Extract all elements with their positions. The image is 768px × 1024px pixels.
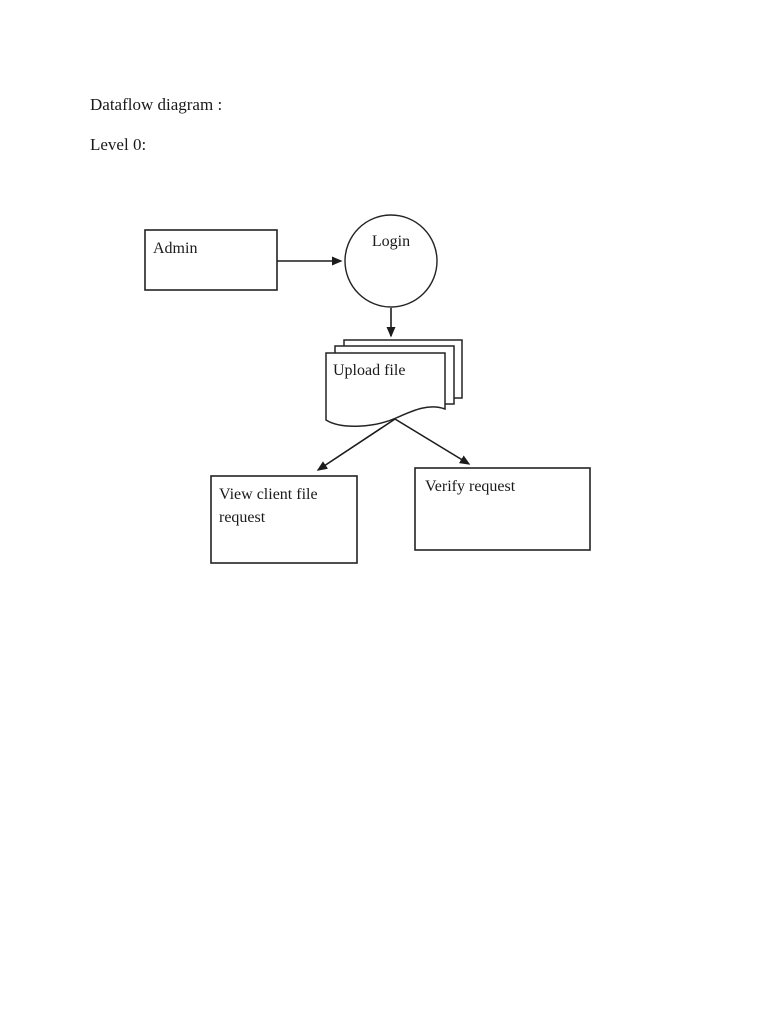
arrow-upload-to-verify-request <box>394 418 471 465</box>
login-label: Login <box>371 233 411 250</box>
admin-box <box>144 229 278 291</box>
view-client-file-request-label: View client file request <box>219 486 318 526</box>
admin-label: Admin <box>153 240 198 257</box>
verify-request-label: Verify request <box>425 478 516 495</box>
heading-dataflow-diagram: Dataflow diagram : <box>90 95 223 114</box>
verify-request-box <box>414 467 591 551</box>
heading-level-0: Level 0: <box>90 135 147 154</box>
dataflow-diagram-canvas <box>144 214 591 564</box>
document-sheet-front <box>325 352 446 427</box>
upload-file-label: Upload file <box>333 362 406 379</box>
arrow-upload-to-view-client-file-request <box>316 418 396 471</box>
login-circle <box>344 214 438 308</box>
view-client-file-request-box <box>210 475 358 564</box>
upload-file-document-stack <box>325 339 463 427</box>
